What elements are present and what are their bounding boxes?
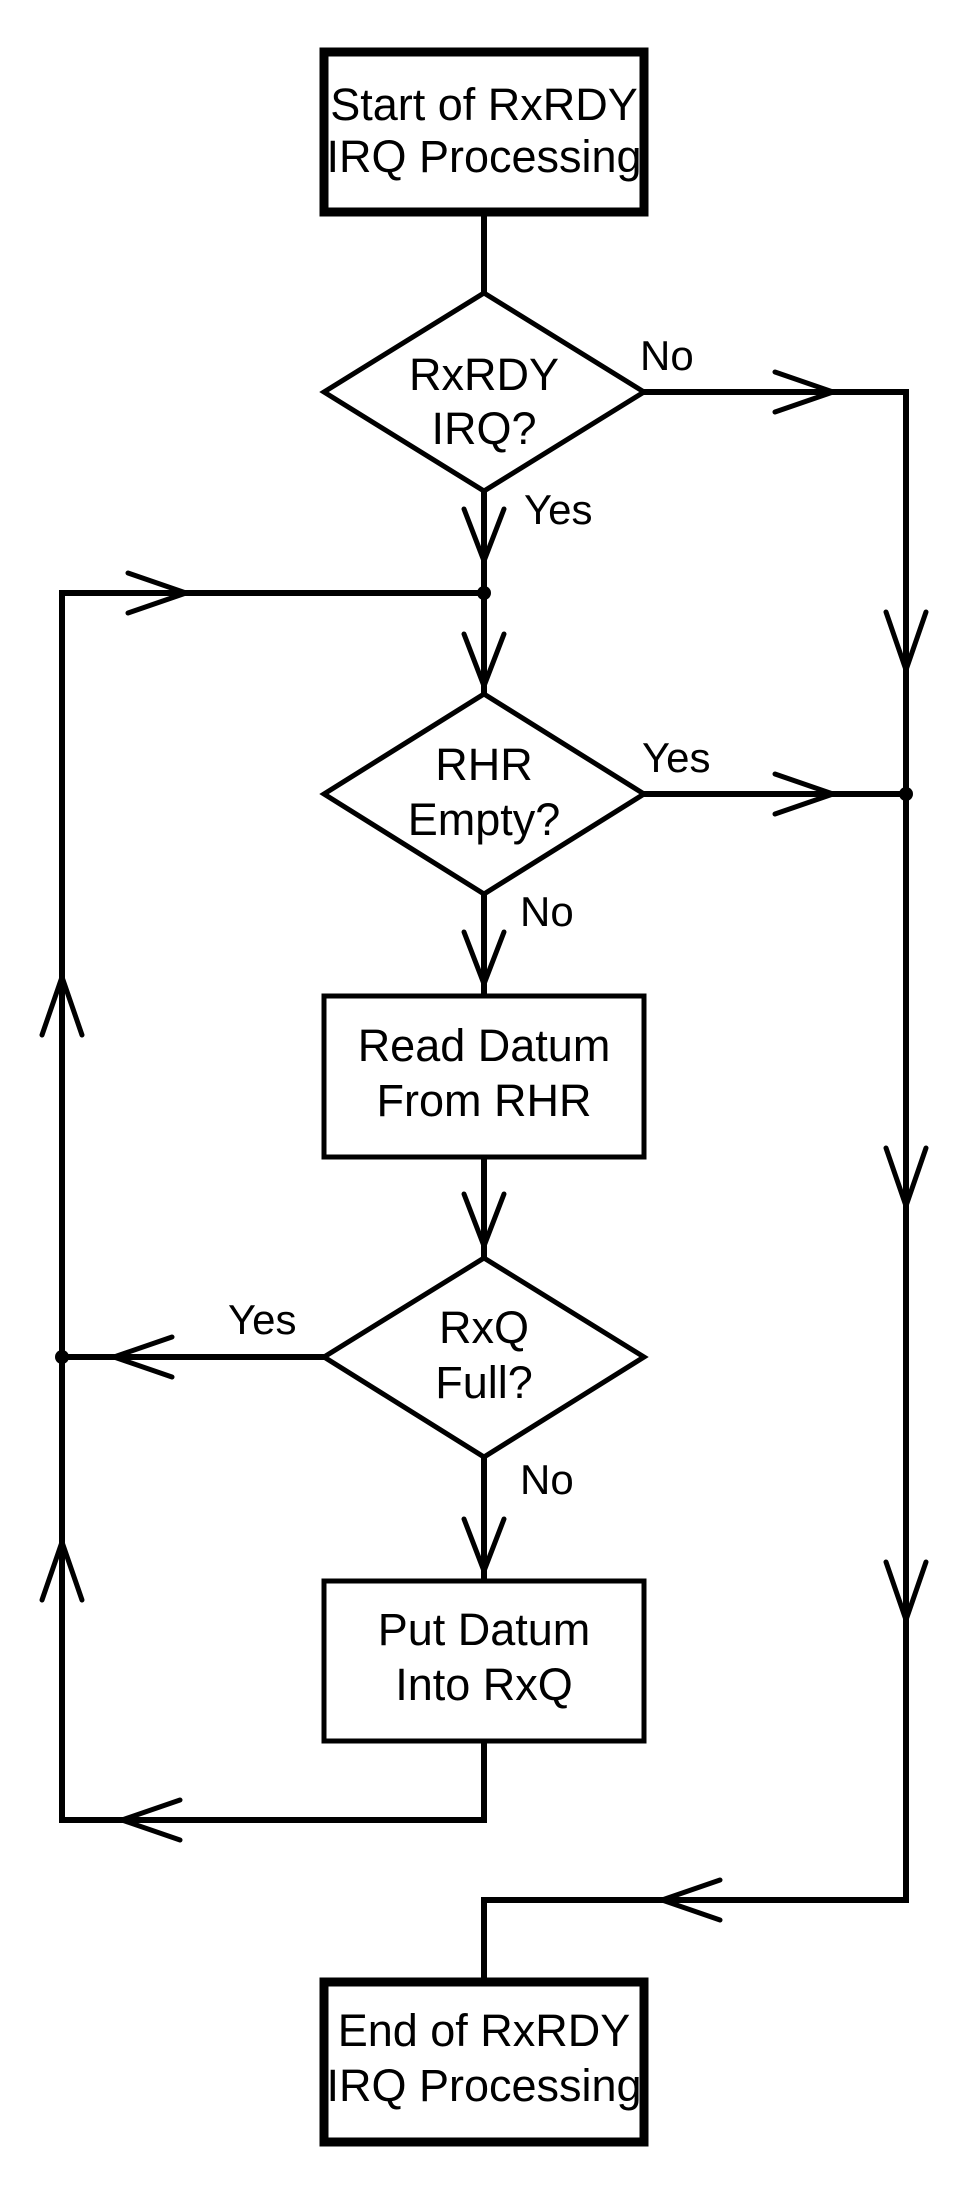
junction-dot xyxy=(899,787,913,801)
arrow-left-icon xyxy=(106,1334,175,1380)
put-datum-label-line2: Into RxQ xyxy=(395,1659,573,1710)
rxq-full-label-line1: RxQ xyxy=(439,1302,529,1353)
arrow-right-icon xyxy=(772,771,841,817)
node-put-datum: Put Datum Into RxQ xyxy=(321,1578,647,1744)
arrow-down-icon xyxy=(461,1516,507,1578)
arrow-up-icon xyxy=(39,969,85,1038)
arrow-right-icon xyxy=(772,369,841,415)
end-terminal-box xyxy=(319,1977,649,2147)
node-rxrdy-irq-decision: RxRDY IRQ? xyxy=(319,290,649,494)
rhr-empty-label-line1: RHR xyxy=(435,739,533,790)
connector-put-datum-loop-back xyxy=(59,590,487,1823)
rxrdy-irq-diamond xyxy=(319,290,649,494)
arrow-down-icon xyxy=(883,1559,929,1628)
arrowheads xyxy=(39,369,929,1923)
read-datum-box xyxy=(321,993,647,1160)
put-datum-box xyxy=(321,1578,647,1744)
arrow-left-icon xyxy=(654,1877,723,1923)
arrow-down-icon xyxy=(883,1145,929,1214)
put-datum-label-line1: Put Datum xyxy=(378,1604,591,1655)
read-datum-label-line2: From RHR xyxy=(377,1075,592,1126)
arrow-down-icon xyxy=(461,1191,507,1253)
arrow-left-icon xyxy=(114,1797,183,1843)
node-read-datum: Read Datum From RHR xyxy=(321,993,647,1160)
rhr-empty-label-line2: Empty? xyxy=(408,794,561,845)
node-end: End of RxRDY IRQ Processing xyxy=(319,1977,649,2147)
rxrdy-irq-label-line2: IRQ? xyxy=(431,403,536,454)
end-label-line1: End of RxRDY xyxy=(338,2005,631,2056)
rxrdy-irq-label-line1: RxRDY xyxy=(409,349,559,400)
edge-labels: No Yes Yes No Yes No xyxy=(228,332,711,1503)
arrow-up-icon xyxy=(39,1534,85,1603)
rxrdy-irq-yes-label: Yes xyxy=(524,486,593,533)
connector-rxrdy-irq-no-right xyxy=(481,389,909,1982)
start-terminal-box xyxy=(319,47,649,217)
rxq-full-label-line2: Full? xyxy=(435,1357,533,1408)
start-label-line1: Start of RxRDY xyxy=(330,79,638,130)
node-start: Start of RxRDY IRQ Processing xyxy=(319,47,649,217)
arrow-down-icon xyxy=(883,609,929,678)
rxq-full-yes-label: Yes xyxy=(228,1296,297,1343)
junctions xyxy=(55,586,913,1364)
arrow-right-icon xyxy=(125,570,194,616)
rhr-empty-diamond xyxy=(319,691,649,897)
arrow-down-icon xyxy=(461,929,507,991)
rhr-empty-no-label: No xyxy=(520,888,574,935)
rxrdy-irq-no-label: No xyxy=(640,332,694,379)
rhr-empty-yes-label: Yes xyxy=(642,734,711,781)
read-datum-label-line1: Read Datum xyxy=(358,1020,611,1071)
rxq-full-no-label: No xyxy=(520,1456,574,1503)
rxq-full-diamond xyxy=(319,1255,649,1460)
junction-dot xyxy=(477,586,491,600)
node-rhr-empty-decision: RHR Empty? xyxy=(319,691,649,897)
node-rxq-full-decision: RxQ Full? xyxy=(319,1255,649,1460)
start-label-line2: IRQ Processing xyxy=(326,131,641,182)
end-label-line2: IRQ Processing xyxy=(326,2060,641,2111)
connectors xyxy=(59,212,909,1982)
arrow-down-icon xyxy=(461,631,507,693)
arrow-down-icon xyxy=(461,506,507,568)
junction-dot xyxy=(55,1350,69,1364)
